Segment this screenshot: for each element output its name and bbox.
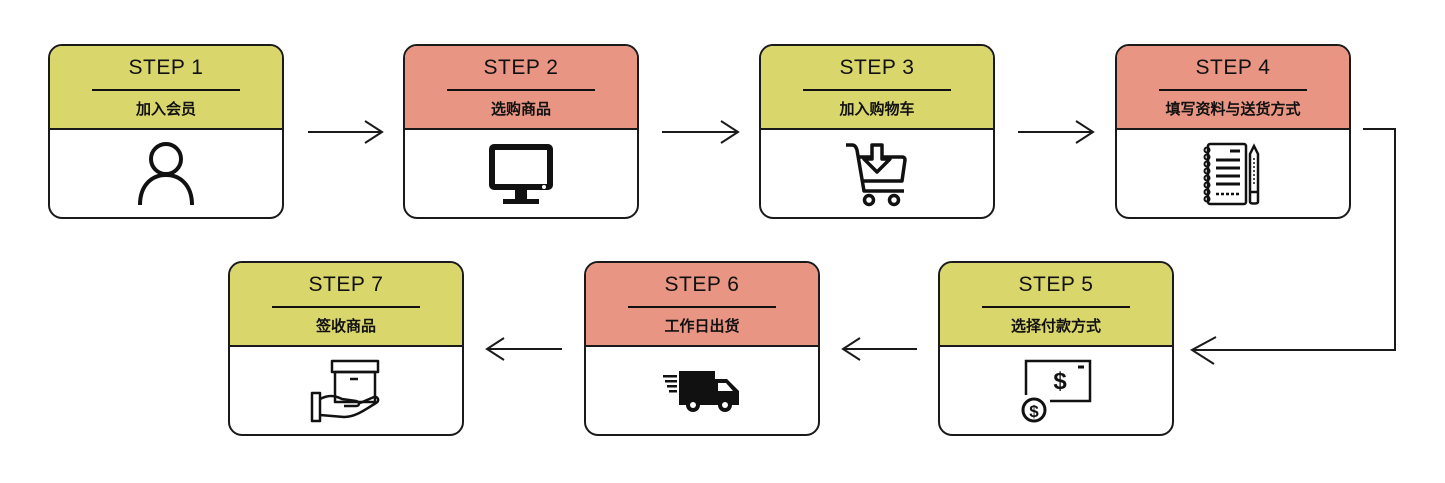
divider [628,306,776,308]
step-number: STEP 3 [839,56,915,79]
arrow-2-to-3 [662,120,740,144]
step-number: STEP 2 [483,56,559,79]
divider [982,306,1130,308]
step-number: STEP 4 [1195,56,1271,79]
step-label: 选择付款方式 [1010,317,1101,335]
step-header: STEP 6 工作日出货 [586,263,818,347]
step-header: STEP 1 加入会员 [50,46,282,130]
divider [447,89,595,91]
step-header: STEP 2 选购商品 [405,46,637,130]
svg-text:$: $ [1029,402,1039,421]
add-to-cart-icon [846,142,907,206]
package-in-hand-icon [310,359,380,422]
monitor-icon [489,143,553,204]
step-label: 填写资料与送货方式 [1165,100,1301,118]
step-number: STEP 7 [308,273,384,296]
arrow-5-to-6 [841,337,917,361]
step-header: STEP 4 填写资料与送货方式 [1117,46,1349,130]
step-card-7: STEP 7 签收商品 [228,261,464,436]
step-number: STEP 5 [1018,273,1094,296]
step-card-5: STEP 5 选择付款方式 $ $ [938,261,1174,436]
step-number: STEP 6 [664,273,740,296]
notebook-pencil-icon [1203,142,1260,205]
divider [272,306,420,308]
divider [803,89,951,91]
arrow-6-to-7 [485,337,562,361]
step-label: 选购商品 [490,100,551,118]
step-label: 加入购物车 [839,100,915,118]
step-label: 加入会员 [135,100,196,118]
payment-icon: $ $ [1021,359,1092,422]
step-number: STEP 1 [128,56,204,79]
step-header: STEP 3 加入购物车 [761,46,993,130]
step-card-2: STEP 2 选购商品 [403,44,639,219]
arrow-4-to-5 [1190,128,1396,365]
step-card-6: STEP 6 工作日出货 [584,261,820,436]
step-label: 工作日出货 [664,317,740,335]
step-label: 签收商品 [315,317,376,335]
divider [1159,89,1307,91]
step-header: STEP 7 签收商品 [230,263,462,347]
delivery-truck-icon [663,370,739,412]
user-icon [138,141,194,205]
svg-text:$: $ [1053,368,1067,395]
step-card-3: STEP 3 加入购物车 [759,44,995,219]
step-card-1: STEP 1 加入会员 [48,44,284,219]
arrow-1-to-2 [308,120,384,144]
divider [92,89,240,91]
step-card-4: STEP 4 填写资料与送货方式 [1115,44,1351,219]
step-header: STEP 5 选择付款方式 [940,263,1172,347]
arrow-3-to-4 [1018,120,1095,144]
